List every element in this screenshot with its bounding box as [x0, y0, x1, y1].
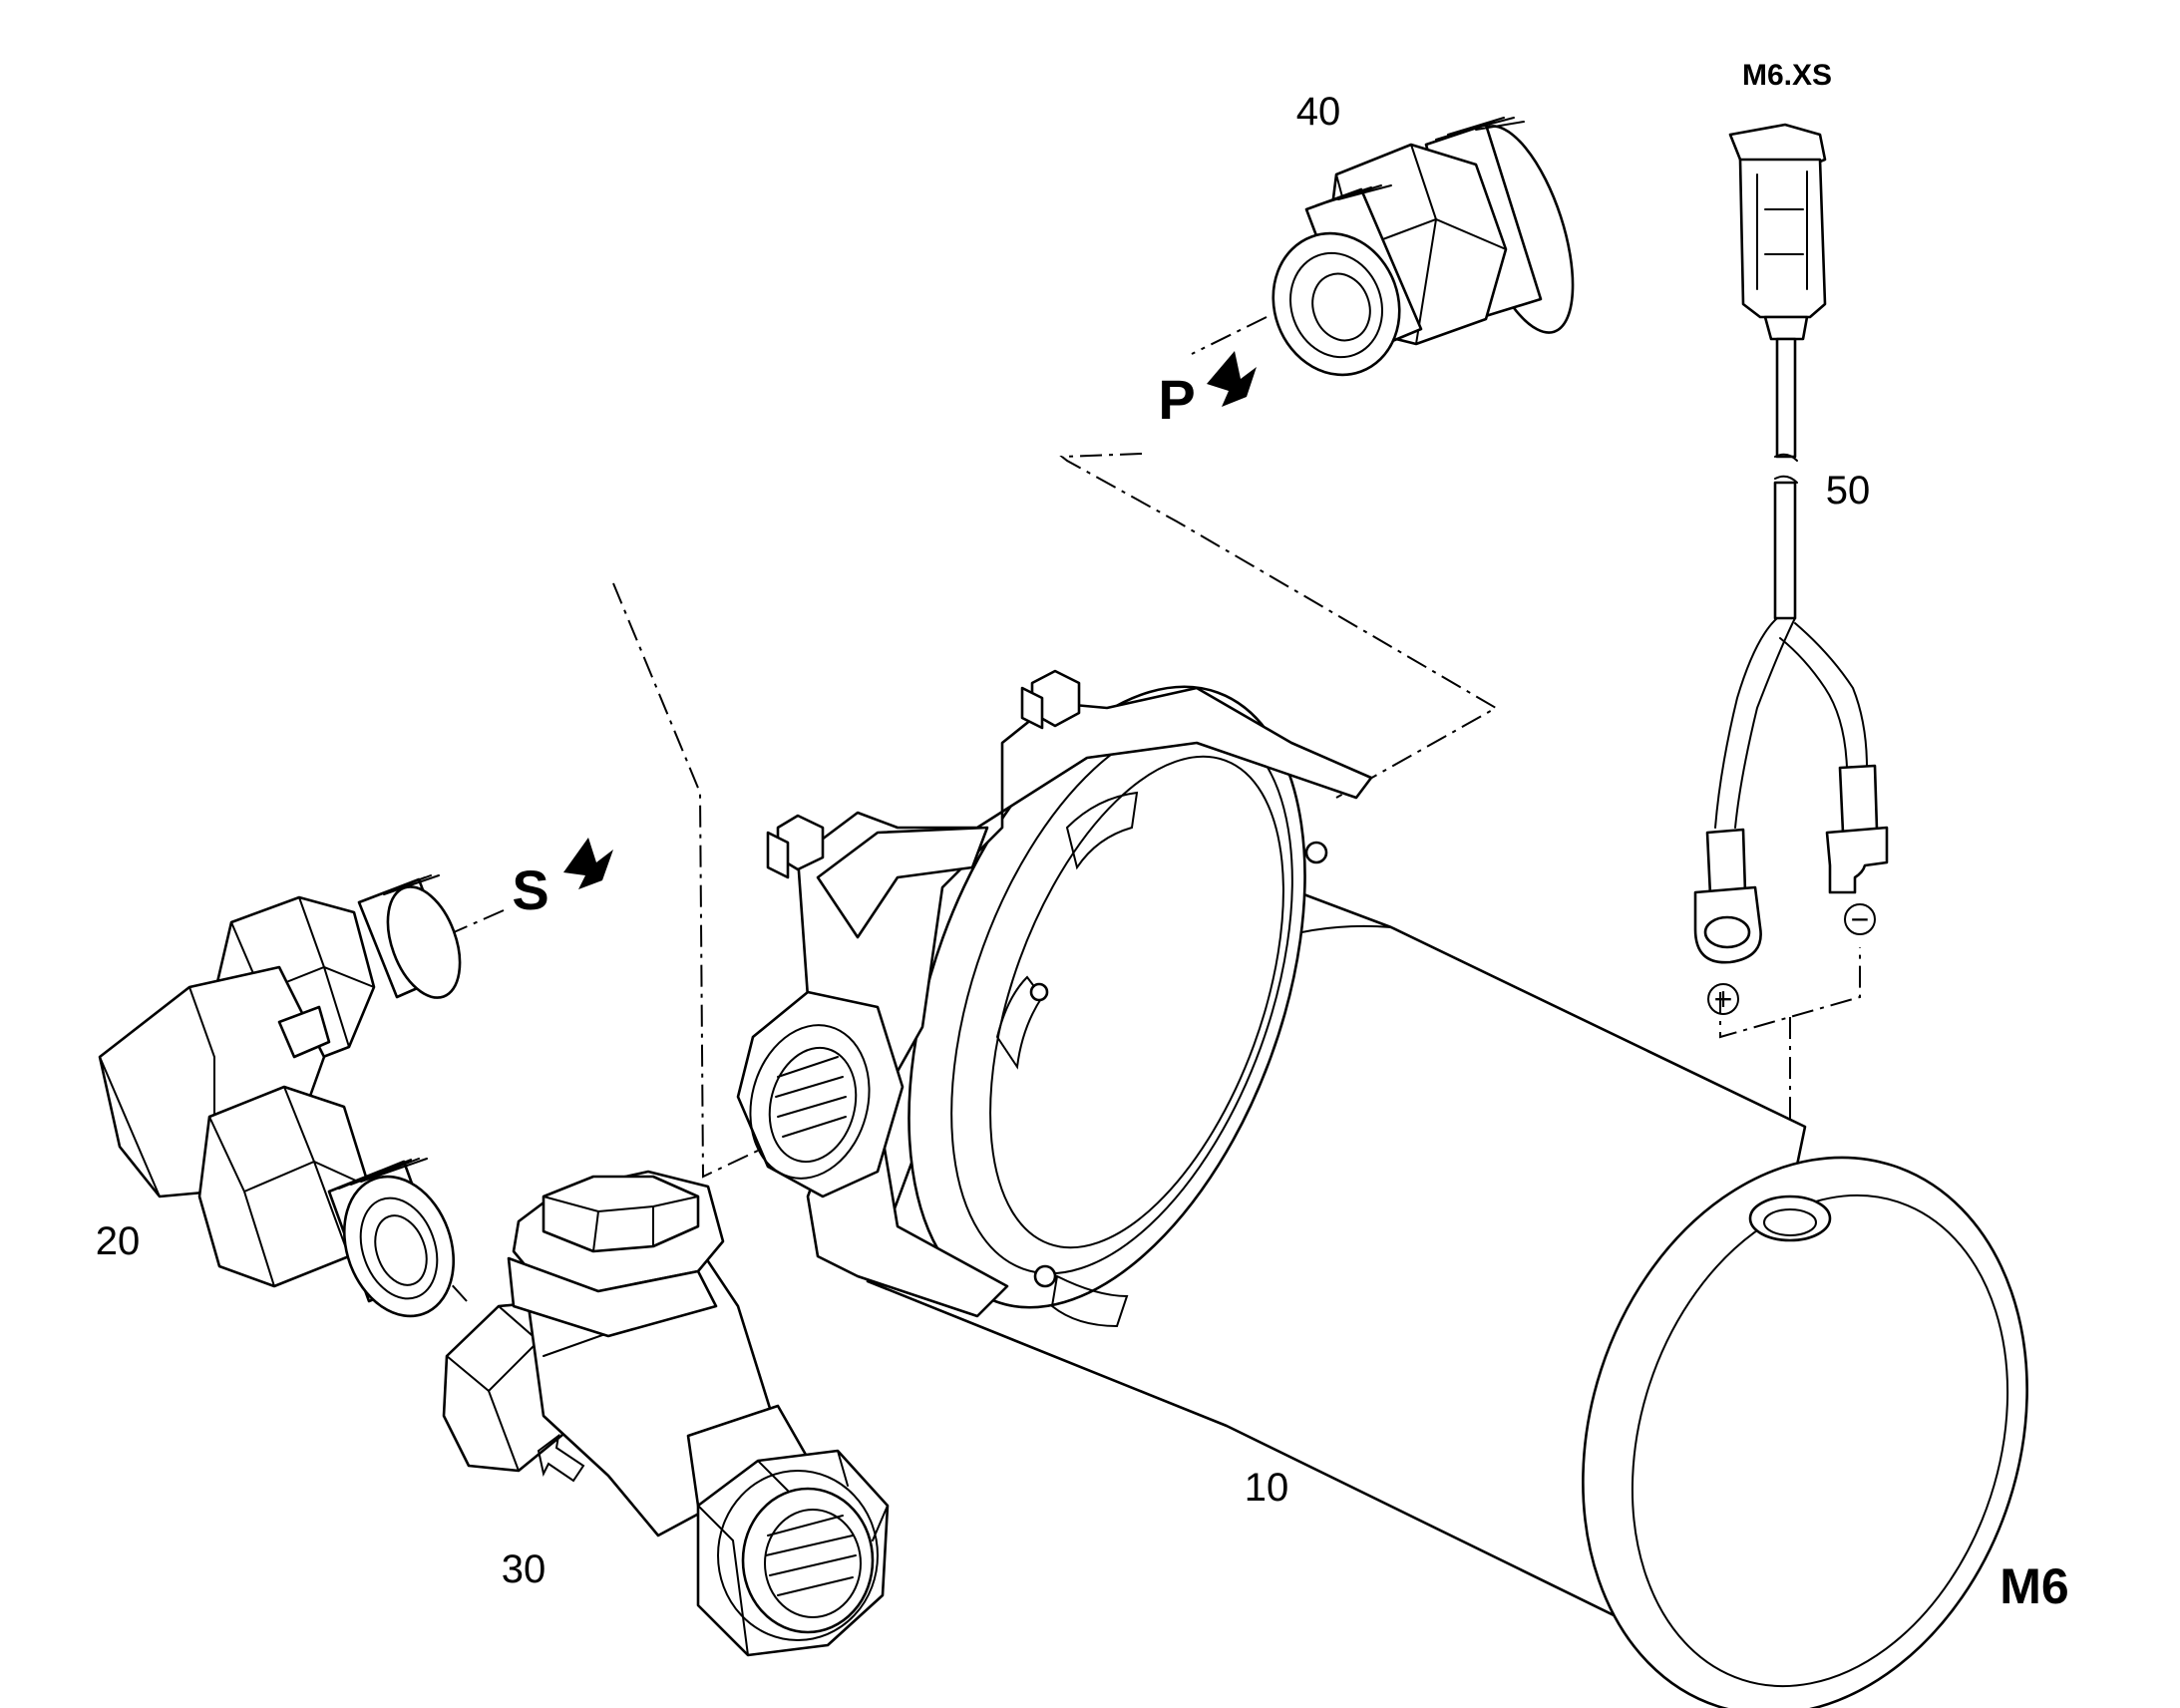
suction-port-label: S	[512, 858, 548, 921]
connector-label: M6.XS	[1742, 59, 1832, 92]
callout-20: 20	[96, 1219, 141, 1263]
strainer-30	[442, 1170, 890, 1657]
stud-left	[766, 814, 825, 879]
ring-terminal-positive	[1693, 828, 1762, 964]
motor-pump-10	[736, 669, 2028, 1708]
polarity-positive-icon: +	[1707, 981, 1739, 1017]
harness-50: + −	[1693, 123, 1889, 1017]
elbow-fitting-20	[98, 874, 462, 1318]
callout-30: 30	[502, 1547, 546, 1591]
suction-port-arrow	[563, 838, 613, 889]
pressure-port-arrow	[1207, 351, 1257, 407]
callout-10: 10	[1245, 1466, 1289, 1510]
polarity-negative-label: −	[1851, 901, 1870, 937]
callout-40: 40	[1296, 90, 1341, 134]
labels: 40 50 20 30 10 M6.XS M6 P S	[96, 59, 2069, 1614]
stud-top	[1020, 669, 1081, 730]
polarity-positive-label: +	[1714, 981, 1733, 1017]
callout-50: 50	[1826, 469, 1871, 512]
fork-terminal-negative	[1825, 764, 1889, 894]
straight-fitting-40	[1272, 117, 1575, 377]
component-label: M6	[1999, 1558, 2068, 1614]
pressure-port-label: P	[1158, 368, 1195, 431]
polarity-negative-icon: −	[1844, 901, 1876, 937]
connector-m6-xs	[1728, 123, 1827, 341]
